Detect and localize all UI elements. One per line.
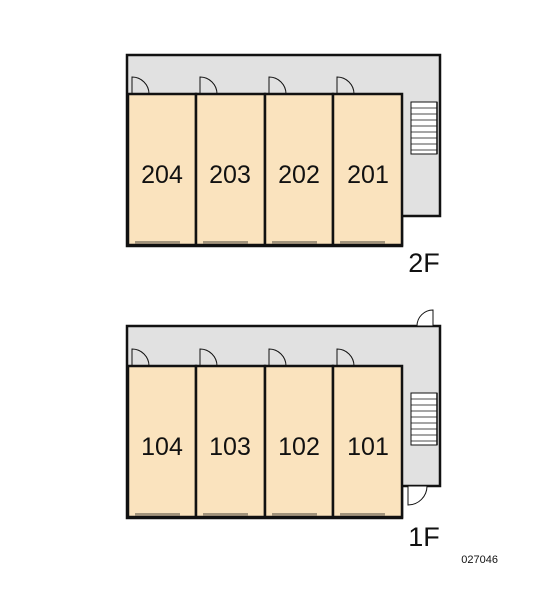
window-marks-1f (135, 513, 385, 517)
unit-number: 103 (209, 433, 251, 461)
floor-2f: 204 203 202 201 2F (125, 53, 442, 278)
door-icons-2f (131, 76, 355, 95)
unit-204: 204 (126, 92, 198, 247)
unit-102: 102 (263, 364, 335, 519)
door-icons-1f (131, 348, 355, 367)
unit-number: 203 (209, 161, 251, 189)
staircase-1f (410, 392, 438, 446)
floor-label-2f: 2F (408, 248, 440, 278)
unit-203: 203 (194, 92, 267, 247)
unit-number: 204 (141, 161, 183, 189)
staircase-2f (410, 101, 438, 155)
floor-1f: 104 103 102 101 1F (125, 309, 442, 552)
unit-103: 103 (194, 364, 267, 519)
unit-202: 202 (263, 92, 335, 247)
unit-number: 201 (347, 161, 389, 189)
unit-number: 101 (347, 433, 389, 461)
unit-number: 102 (278, 433, 320, 461)
unit-201: 201 (331, 92, 404, 247)
rear-door-icon (407, 485, 428, 506)
entry-door-icon (416, 309, 434, 327)
unit-104: 104 (126, 364, 198, 519)
window-marks-2f (135, 241, 385, 245)
property-code: 027046 (461, 554, 498, 566)
unit-101: 101 (331, 364, 404, 519)
floor-label-1f: 1F (408, 522, 440, 552)
unit-number: 202 (278, 161, 320, 189)
unit-number: 104 (141, 433, 183, 461)
